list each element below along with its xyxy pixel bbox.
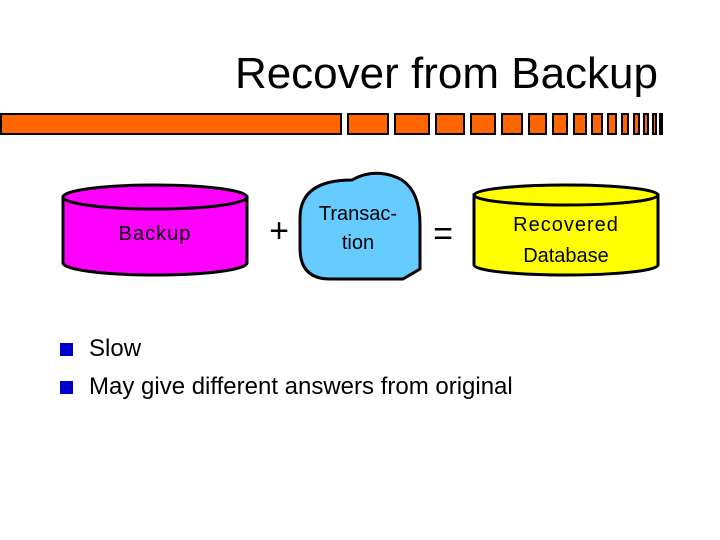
transaction-label-line2: tion (342, 232, 374, 254)
recovered-label-line2: Database (523, 245, 609, 267)
square-bullet-icon (60, 380, 73, 394)
decorative-stripe (0, 113, 663, 135)
list-item: May give different answers from original (60, 368, 513, 406)
backup-cylinder: Backup (61, 183, 249, 277)
recovery-diagram: Backup + Transac- tion = Recovered Datab… (61, 171, 660, 281)
slide-title: Recover from Backup (234, 49, 658, 98)
recovered-database-cylinder: Recovered Database (472, 183, 660, 277)
bullet-list: Slow May give different answers from ori… (60, 330, 513, 406)
square-bullet-icon (60, 342, 73, 356)
bullet-text: May give different answers from original (89, 373, 513, 400)
recovered-label-line1: Recovered (513, 214, 619, 236)
list-item: Slow (60, 330, 513, 368)
transaction-label-line1: Transac- (319, 203, 397, 225)
bullet-text: Slow (89, 335, 142, 362)
plus-sign: + (269, 212, 289, 250)
equals-sign: = (433, 215, 453, 253)
transaction-shape: Transac- tion (298, 171, 422, 281)
backup-label: Backup (119, 223, 192, 245)
